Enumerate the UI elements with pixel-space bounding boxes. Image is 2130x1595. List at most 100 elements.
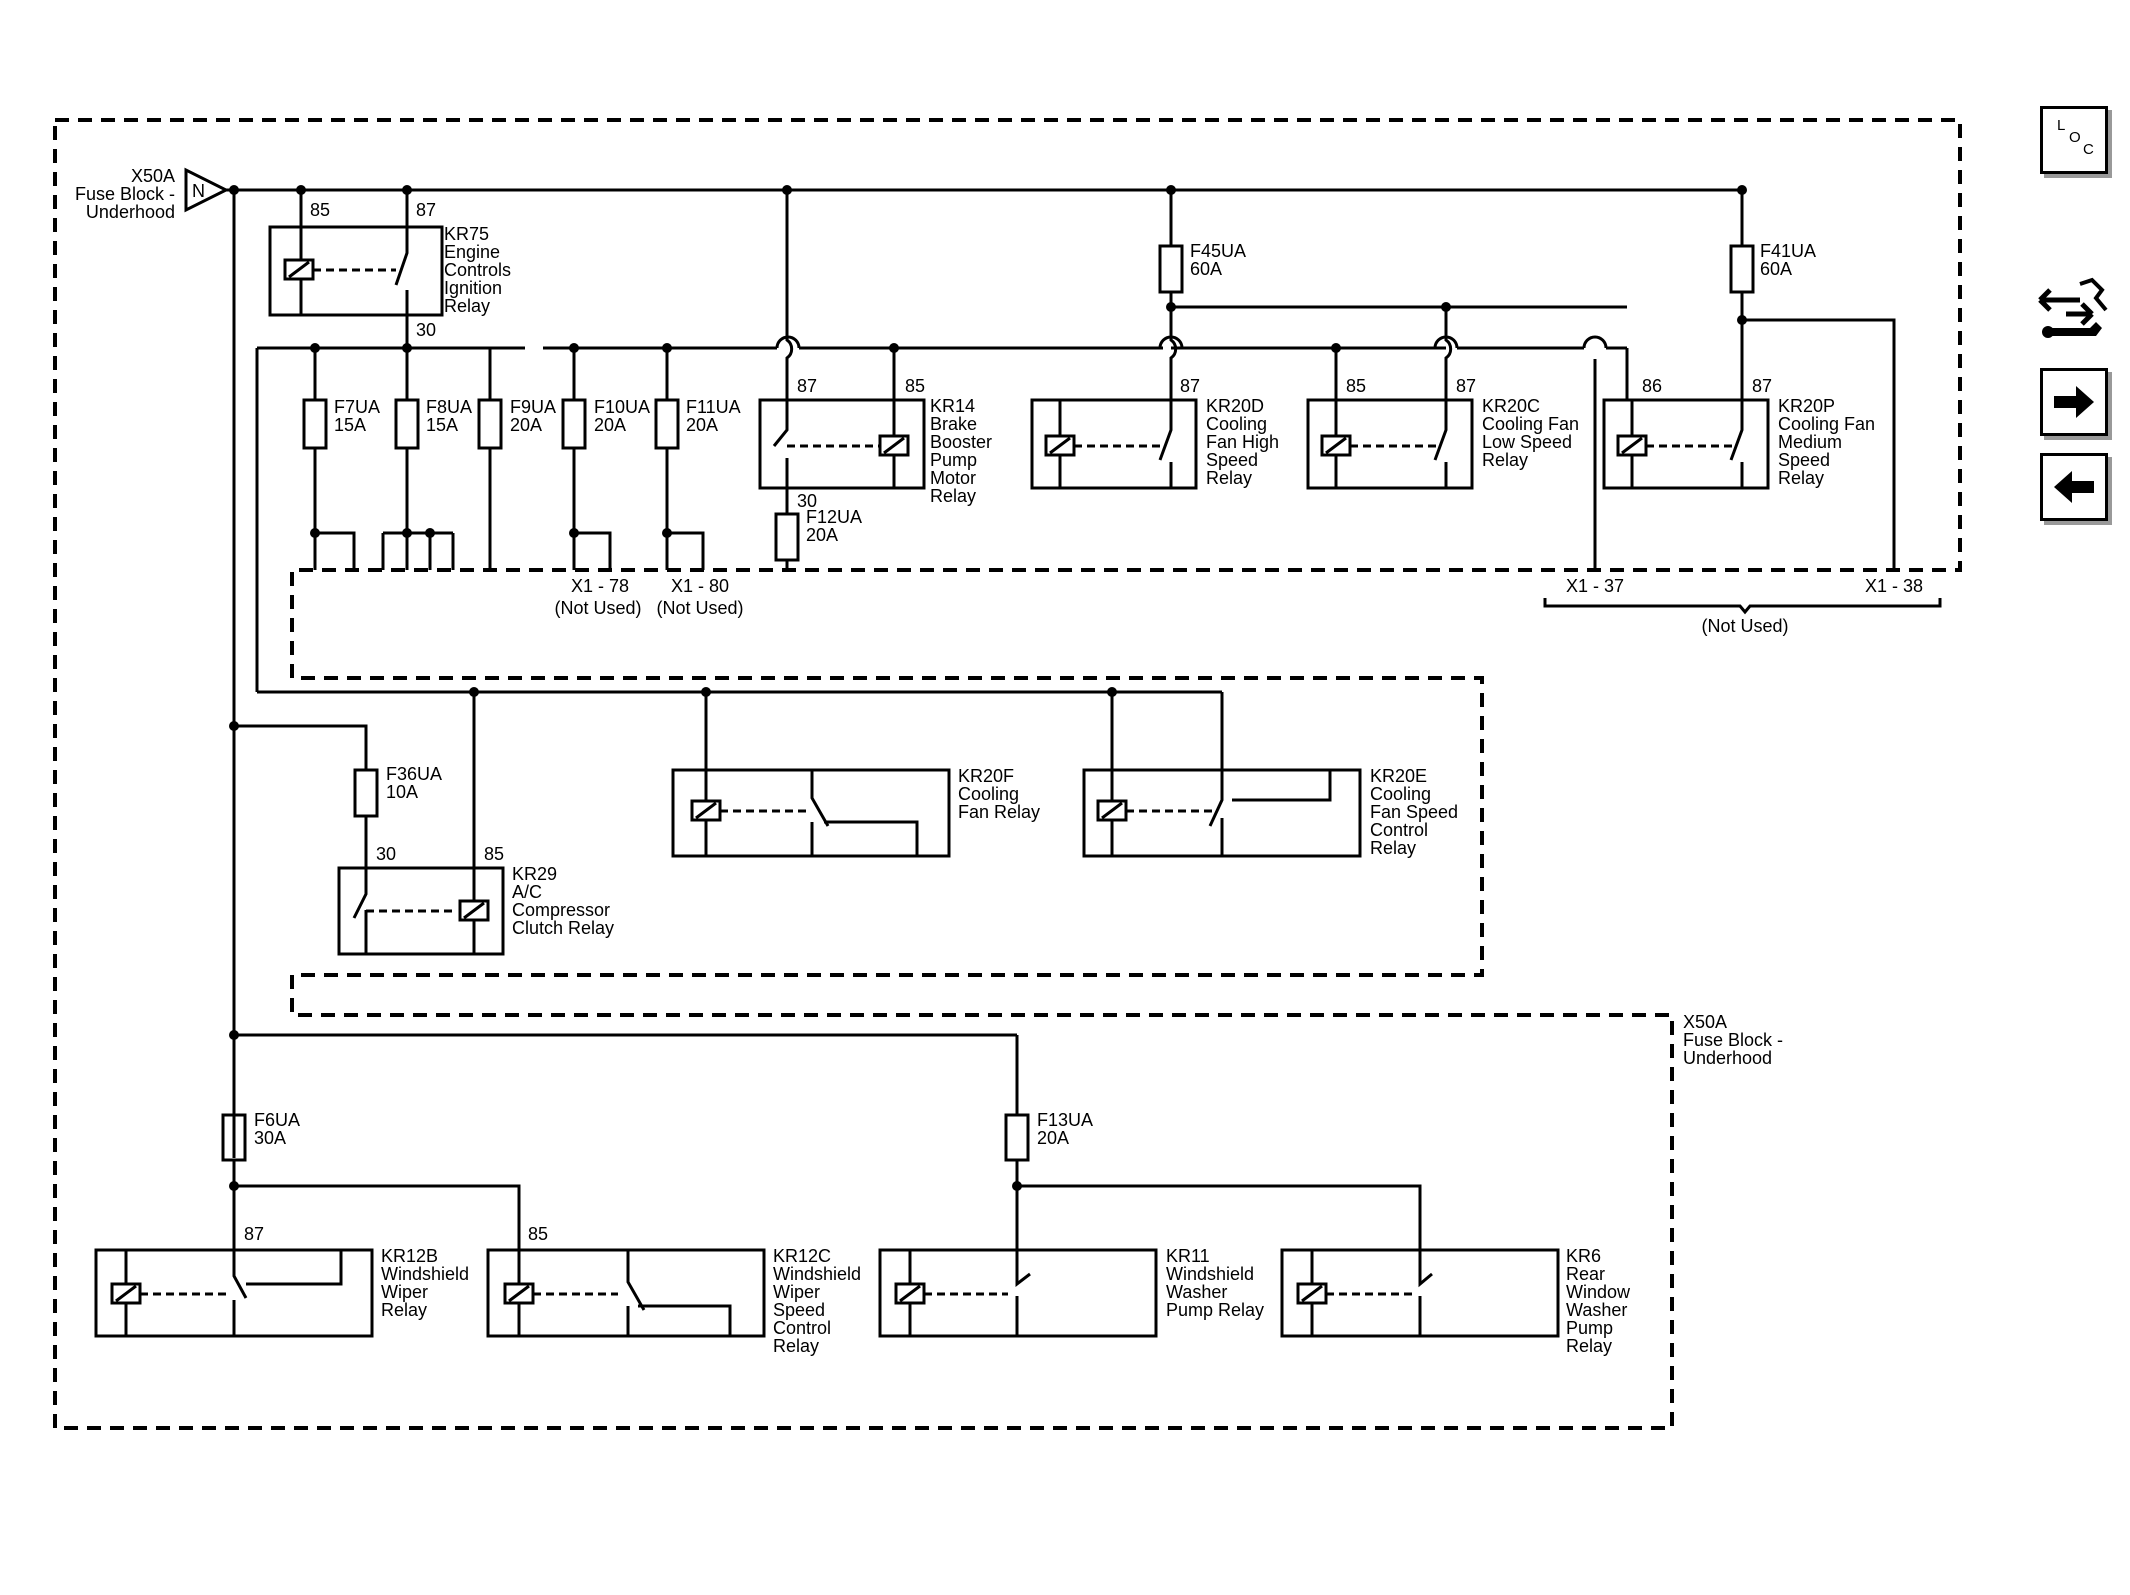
fuse-f45-branch: F45UA 60A xyxy=(1158,190,1627,400)
kr75-label-1: KR75 xyxy=(444,224,489,244)
terminal-x1-78-not-used: (Not Used) xyxy=(554,598,641,618)
f12-name: F12UA xyxy=(806,507,862,527)
f45-rating: 60A xyxy=(1190,259,1222,279)
f7-name: F7UA xyxy=(334,397,380,417)
top-bus-wires xyxy=(226,188,1742,1158)
kr20p-label-2: Cooling Fan xyxy=(1778,414,1875,434)
kr75-label-5: Relay xyxy=(444,296,490,316)
kr20e-label-1: KR20E xyxy=(1370,766,1427,786)
f6-rating: 30A xyxy=(254,1128,286,1148)
f41-rating: 60A xyxy=(1760,259,1792,279)
kr14-label-3: Booster xyxy=(930,432,992,452)
kr20p-label-3: Medium xyxy=(1778,432,1842,452)
connector-bottom-name: Fuse Block - xyxy=(1683,1030,1783,1050)
kr75-pin-85: 85 xyxy=(310,200,330,220)
connector-ref: X50A xyxy=(131,166,175,186)
kr12b-label-3: Wiper xyxy=(381,1282,428,1302)
bottom-bus: F6UA 30A F13UA 20A xyxy=(221,1033,1422,1250)
kr14-label-5: Motor xyxy=(930,468,976,488)
kr29-label-1: KR29 xyxy=(512,864,557,884)
kr20d-label-5: Relay xyxy=(1206,468,1252,488)
f7-rating: 15A xyxy=(334,415,366,435)
f9-name: F9UA xyxy=(510,397,556,417)
kr11-label-1: KR11 xyxy=(1166,1246,1210,1266)
kr20e-label-2: Cooling xyxy=(1370,784,1431,804)
relay-kr12c: 85 KR12C Windshield Wiper Speed Control … xyxy=(486,1224,861,1356)
kr12b-label-4: Relay xyxy=(381,1300,427,1320)
relay-kr20f: KR20F Cooling Fan Relay xyxy=(671,692,1040,858)
relay-kr12b: 87 KR12B Windshield Wiper Relay xyxy=(94,1186,469,1338)
next-page-button[interactable] xyxy=(2040,368,2108,436)
loc-button[interactable]: L O C xyxy=(2040,106,2108,174)
f10-name: F10UA xyxy=(594,397,650,417)
relay-kr20e: KR20E Cooling Fan Speed Control Relay xyxy=(1082,692,1458,858)
kr20c-label-1: KR20C xyxy=(1482,396,1540,416)
kr20p-label-5: Relay xyxy=(1778,468,1824,488)
kr6-label-1: KR6 xyxy=(1566,1246,1601,1266)
kr6-label-6: Relay xyxy=(1566,1336,1612,1356)
kr14-label-6: Relay xyxy=(930,486,976,506)
kr14-pin-30: 30 xyxy=(797,491,817,511)
connector-bottom-ref: X50A xyxy=(1683,1012,1727,1032)
kr14-label-1: KR14 xyxy=(930,396,975,416)
kr14-label-2: Brake xyxy=(930,414,977,434)
relay-kr75: 85 87 30 KR75 Engine Controls Ignition R… xyxy=(268,200,511,340)
kr20p-label-4: Speed xyxy=(1778,450,1830,470)
bottom-connector-label: X50A Fuse Block - Underhood xyxy=(1683,1012,1783,1068)
kr12c-label-2: Windshield xyxy=(773,1264,861,1284)
f8-name: F8UA xyxy=(426,397,472,417)
kr20d-label-2: Cooling xyxy=(1206,414,1267,434)
kr29-label-2: A/C xyxy=(512,882,542,902)
kr20c-label-4: Relay xyxy=(1482,450,1528,470)
kr12c-label-3: Wiper xyxy=(773,1282,820,1302)
kr20d-label-3: Fan High xyxy=(1206,432,1279,452)
kr20d-pin-87: 87 xyxy=(1180,376,1200,396)
terminal-x1-37-38-not-used: (Not Used) xyxy=(1701,616,1788,636)
kr12c-pin-85: 85 xyxy=(528,1224,548,1244)
terminal-x1-37-wire xyxy=(1593,348,1629,570)
kr11-label-4: Pump Relay xyxy=(1166,1300,1264,1320)
kr12b-label-1: KR12B xyxy=(381,1246,438,1266)
kr20c-pin-85: 85 xyxy=(1346,376,1366,396)
loc-letter-l: L xyxy=(2057,117,2066,134)
f41-name: F41UA xyxy=(1760,241,1816,261)
terminal-x1-80-not-used: (Not Used) xyxy=(656,598,743,618)
f11-name: F11UA xyxy=(686,397,741,417)
kr20f-label-2: Cooling xyxy=(958,784,1019,804)
kr29-pin-30: 30 xyxy=(376,844,396,864)
f6-name: F6UA xyxy=(254,1110,300,1130)
f13-rating: 20A xyxy=(1037,1128,1069,1148)
f9-rating: 20A xyxy=(510,415,542,435)
kr20d-label-4: Speed xyxy=(1206,450,1258,470)
kr20f-label-1: KR20F xyxy=(958,766,1014,786)
relay-kr20d: 87 KR20D Cooling Fan High Speed Relay xyxy=(1030,376,1279,490)
kr75-label-3: Controls xyxy=(444,260,511,280)
terminal-x1-78: X1 - 78 xyxy=(571,576,629,596)
terminal-x1-37-38: X1 - 37 X1 - 38 (Not Used) xyxy=(1543,576,1942,636)
kr20p-label-1: KR20P xyxy=(1778,396,1835,416)
kr20c-pin-87: 87 xyxy=(1456,376,1476,396)
terminal-x1-38: X1 - 38 xyxy=(1865,576,1923,596)
fuse-block-border xyxy=(53,118,1962,1430)
kr6-label-4: Washer xyxy=(1566,1300,1627,1320)
connector-x50a: N X50A Fuse Block - Underhood xyxy=(75,166,230,222)
f12-rating: 20A xyxy=(806,525,838,545)
kr11-label-2: Windshield xyxy=(1166,1264,1254,1284)
relay-kr11: KR11 Windshield Washer Pump Relay xyxy=(878,1186,1264,1338)
kr29-label-3: Compressor xyxy=(512,900,610,920)
arrow-left-icon xyxy=(2054,471,2094,503)
connector-terminal-label: N xyxy=(192,181,205,201)
kr20f-label-3: Fan Relay xyxy=(958,802,1040,822)
kr20e-label-4: Control xyxy=(1370,820,1428,840)
kr14-pin-85: 85 xyxy=(905,376,925,396)
fuse-row-upper: F7UA 15A F8UA 15A F9UA 20A F10UA 20A F11… xyxy=(302,348,744,618)
kr75-pin-30: 30 xyxy=(416,320,436,340)
relay-kr6: KR6 Rear Window Washer Pump Relay xyxy=(1280,1246,1631,1356)
kr6-label-3: Window xyxy=(1566,1282,1631,1302)
previous-page-button[interactable] xyxy=(2040,453,2108,521)
connector-tools-button[interactable] xyxy=(2036,276,2110,346)
kr12c-label-4: Speed xyxy=(773,1300,825,1320)
middle-bus xyxy=(234,690,1222,770)
relay-kr20c: 85 87 KR20C Cooling Fan Low Speed Relay xyxy=(1306,348,1579,490)
